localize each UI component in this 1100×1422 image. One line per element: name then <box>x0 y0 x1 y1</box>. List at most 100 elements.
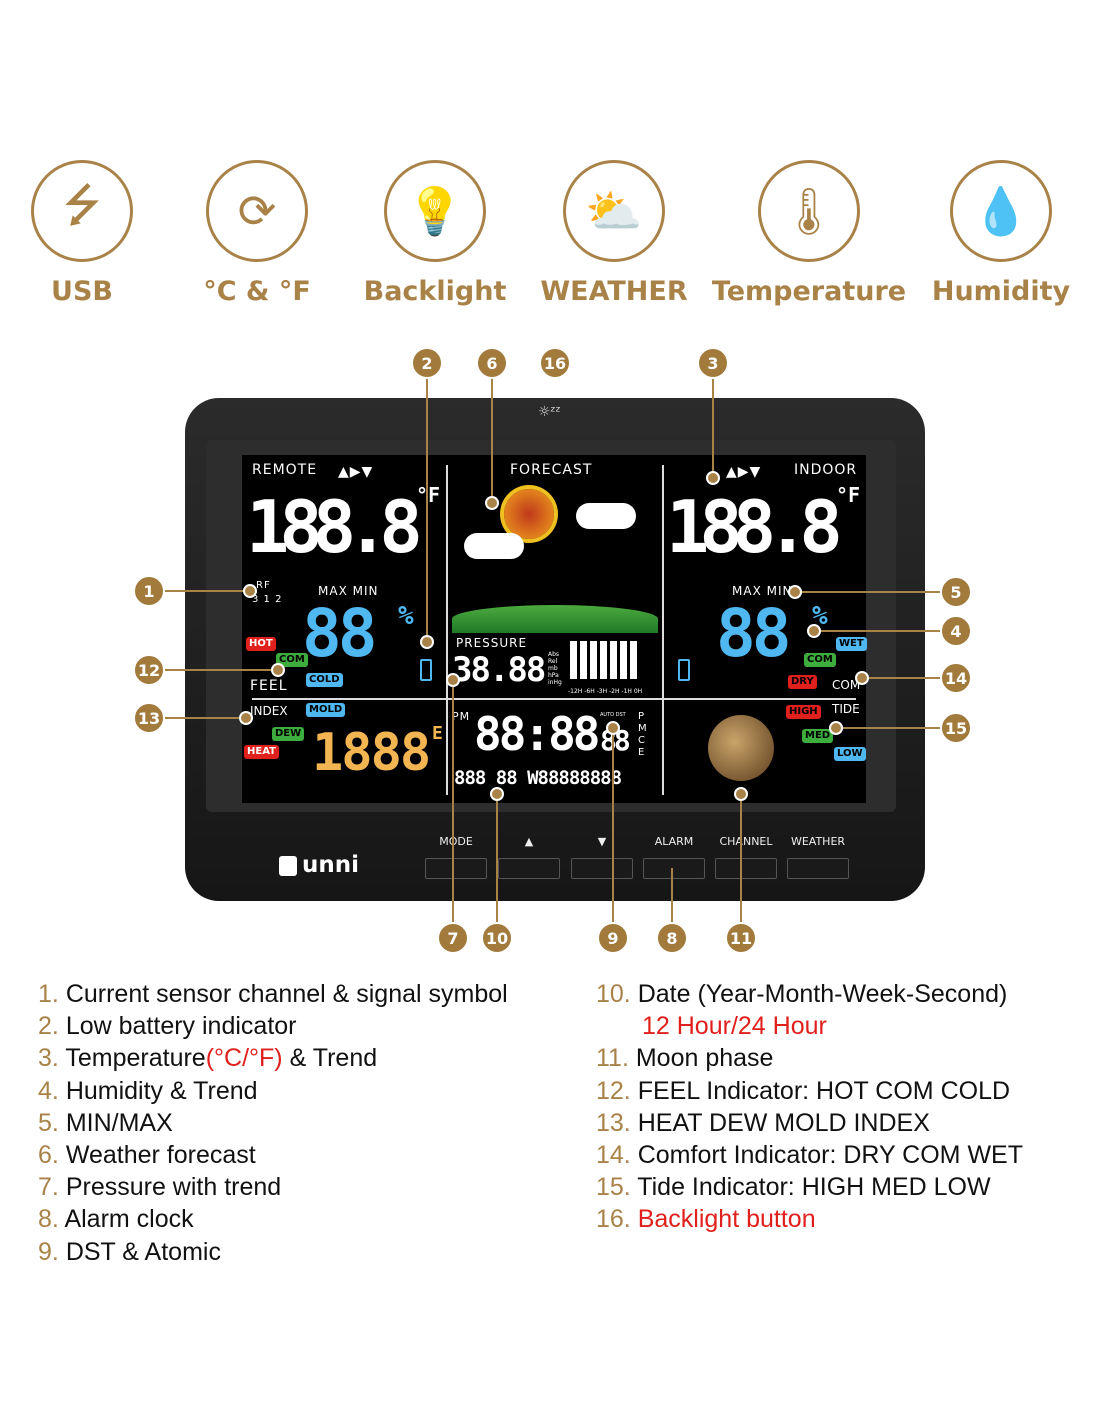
pressure-label: PRESSURE <box>456 636 528 650</box>
e: E <box>638 747 645 758</box>
feature-label: WEATHER <box>540 276 688 307</box>
alarm-button[interactable] <box>643 858 705 879</box>
legend-item: 13. HEAT DEW MOLD INDEX <box>596 1107 1023 1139</box>
feature-units: ⟳ °C & °F <box>167 160 347 307</box>
brand-name: unni <box>302 852 360 878</box>
moon-phase-icon <box>708 715 774 781</box>
legend-number: 2. <box>38 1012 59 1041</box>
percent-sign: % <box>398 601 414 631</box>
feel-arc-com: COM <box>276 653 308 667</box>
weather-button[interactable] <box>787 858 849 879</box>
percent-sign: % <box>812 601 828 631</box>
callout-badge: 12 <box>133 654 165 686</box>
callout-badge: 15 <box>940 712 972 744</box>
legend-item: 5. MIN/MAX <box>38 1107 508 1139</box>
feature-label: USB <box>51 276 113 307</box>
callout-badge: 10 <box>481 922 513 954</box>
legend-text: Current sensor channel & signal symbol <box>65 980 508 1008</box>
up-button[interactable] <box>498 858 560 879</box>
legend-number: 11. <box>596 1044 629 1073</box>
legend-text: HEAT DEW MOLD INDEX <box>637 1108 930 1137</box>
feature-usb: ⭍ USB <box>0 160 172 307</box>
legend-item: 11. Moon phase <box>596 1042 1023 1074</box>
legend-text: Comfort Indicator: DRY COM WET <box>637 1141 1023 1170</box>
pressure-history-bars <box>570 641 638 679</box>
low-battery-icon <box>678 659 690 681</box>
channel-button[interactable] <box>715 858 777 879</box>
legend-text: Low battery indicator <box>65 1012 297 1041</box>
legend-highlight: Backlight button <box>637 1205 816 1234</box>
feature-weather: ⛅ WEATHER <box>524 160 704 307</box>
callout-badge: 5 <box>940 576 972 608</box>
rf-signal-icon: RF <box>256 580 271 591</box>
legend-item: 4. Humidity & Trend <box>38 1075 508 1107</box>
trend-arrows: ▲▶▼ <box>338 464 374 480</box>
tide-arc-low: LOW <box>834 747 866 761</box>
legend-text: Alarm clock <box>64 1205 194 1234</box>
legend-text: Humidity & Trend <box>65 1076 258 1105</box>
feel-arc-hot: HOT <box>246 637 276 651</box>
callout-badge: 11 <box>725 922 757 954</box>
down-button[interactable] <box>571 858 633 879</box>
unit-switch-icon: ⟳ <box>206 160 308 262</box>
indoor-humidity: 88 <box>716 595 792 672</box>
alarm-label: ALARM <box>654 835 694 848</box>
legend-item: 7. Pressure with trend <box>38 1171 508 1203</box>
up-label: ▲ <box>524 835 534 848</box>
com-label: COM <box>832 678 861 692</box>
tide-arc-high: HIGH <box>786 705 821 719</box>
feel-arc-cold: COLD <box>306 673 343 687</box>
legend-number: 10. <box>596 980 631 1008</box>
usb-icon: ⭍ <box>31 160 133 262</box>
landscape-icon <box>452 605 658 633</box>
sun-cloud-icon: ⛅ <box>563 160 665 262</box>
legend-highlight: (°C/°F) <box>205 1044 283 1073</box>
legend-number: 5. <box>38 1108 59 1137</box>
indoor-label: INDOOR <box>794 462 858 478</box>
callout-badge: 2 <box>411 347 443 379</box>
low-battery-icon <box>420 659 432 681</box>
temp-unit: °F <box>836 483 861 507</box>
feature-temperature: 🌡Temperature <box>712 160 906 307</box>
legend-text: Moon phase <box>635 1044 774 1073</box>
callout-badge: 6 <box>476 347 508 379</box>
remote-temperature: 188.8 <box>246 485 423 569</box>
channel-indicator: 3 1 2 <box>252 594 283 605</box>
legend-item: 14. Comfort Indicator: DRY COM WET <box>596 1139 1023 1171</box>
feature-label: Temperature <box>711 276 907 307</box>
feature-label: °C & °F <box>203 276 311 307</box>
feel-arc-mold: MOLD <box>306 703 346 717</box>
feel-unit: E <box>432 723 443 744</box>
callout-badge: 3 <box>697 347 729 379</box>
legend-text: & Trend <box>282 1044 378 1073</box>
comfort-arc-com: COM <box>804 653 836 667</box>
legend-number: 3. <box>38 1044 59 1073</box>
down-label: ▼ <box>597 835 607 848</box>
feature-label: Humidity <box>931 276 1071 307</box>
tide-arc-med: MED <box>802 729 834 743</box>
legend-item: 12. FEEL Indicator: HOT COM COLD <box>596 1075 1023 1107</box>
callout-badge: 14 <box>940 662 972 694</box>
divider <box>252 698 856 700</box>
legend-right: 10. Date (Year-Month-Week-Second) 12 Hou… <box>596 978 1023 1236</box>
legend-item: 2. Low battery indicator <box>38 1010 508 1042</box>
legend-number: 16. <box>596 1205 631 1234</box>
legend-text: FEEL Indicator: HOT COM COLD <box>637 1076 1011 1105</box>
legend-text: Weather forecast <box>65 1141 256 1170</box>
droplets-icon: 💧 <box>950 160 1052 262</box>
feel-label: FEEL <box>250 678 288 694</box>
legend-number: 6. <box>38 1141 59 1170</box>
legend-left: 1. Current sensor channel & signal symbo… <box>38 978 508 1268</box>
legend-number: 15. <box>596 1173 631 1202</box>
maxmin-label: MAX MIN <box>732 584 793 598</box>
legend-text: MIN/MAX <box>65 1108 173 1137</box>
lightbulb-icon: 💡 <box>384 160 486 262</box>
legend-number: 14. <box>596 1141 631 1170</box>
legend-text: Temperature <box>65 1044 206 1073</box>
mode-button[interactable] <box>425 858 487 879</box>
brand-logo-icon <box>279 856 297 876</box>
legend-text: DST & Atomic <box>65 1237 221 1266</box>
mode-label: MODE <box>439 835 473 848</box>
